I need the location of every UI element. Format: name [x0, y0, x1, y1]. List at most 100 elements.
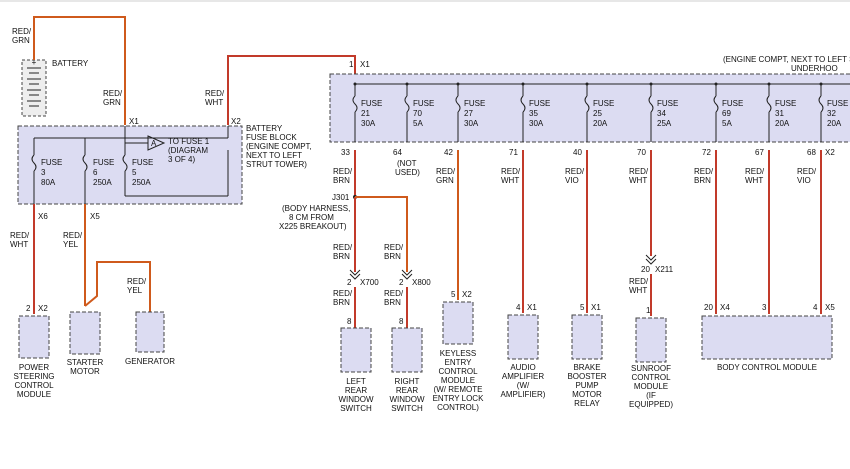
fuse-label-1: FUSE — [413, 99, 434, 108]
sr-1: SUNROOF — [631, 364, 671, 373]
audio-amplifier-box — [507, 314, 539, 360]
battery-fuse-5-num: 5 — [132, 168, 137, 177]
fuse-label-5: FUSE — [657, 99, 678, 108]
fuse-pin-5: 70 — [637, 148, 646, 157]
c33-wire-1: RED/ — [333, 167, 353, 176]
rrws-3: WINDOW — [389, 395, 425, 404]
right-rear-window-switch-box — [391, 327, 423, 373]
c71-pin: 4 — [516, 303, 521, 312]
c70-wire2-1: RED/ — [629, 277, 649, 286]
underhood-title-2: UNDERHOO — [791, 64, 838, 73]
bb-1: BRAKE — [573, 363, 600, 372]
sunroof-module-box — [635, 317, 667, 363]
battery-fuse-5: FUSE 5 250A — [122, 138, 229, 197]
x6-wire-2: WHT — [10, 240, 28, 249]
rrws-1: RIGHT — [395, 377, 420, 386]
rrws-2: REAR — [396, 386, 418, 395]
to-fuse-text-1: TO FUSE 1 — [168, 137, 210, 146]
c40-wire-1: RED/ — [565, 167, 585, 176]
fuse-pin-3: 71 — [509, 148, 518, 157]
c33-right-pin2: 8 — [399, 317, 404, 326]
battery-fuse-3-label: FUSE — [41, 158, 62, 167]
battery-fuse-5-amp: 250A — [132, 178, 151, 187]
battery-fuse-block: BATTERY FUSE BLOCK (ENGINE COMPT, NEXT T… — [17, 124, 312, 205]
c33-left-wire-2: BRN — [333, 252, 350, 261]
x5-wire-1: RED/ — [63, 231, 83, 240]
fuse-block-x1-wire-2: GRN — [103, 98, 121, 107]
bcm-label: BODY CONTROL MODULE — [717, 363, 817, 372]
fuse-num-7: 31 — [775, 109, 784, 118]
c33-right-conn: X800 — [412, 278, 431, 287]
fuse-amp-2: 30A — [464, 119, 479, 128]
amp-1: AUDIO — [510, 363, 535, 372]
c70-conn-mid: X211 — [655, 265, 674, 274]
fuse-block-x2-label: X2 — [231, 117, 241, 126]
fuse-block-x1-label: X1 — [129, 117, 139, 126]
ps-pin: 2 — [26, 304, 31, 313]
rrws-4: SWITCH — [391, 404, 423, 413]
lrws-4: SWITCH — [340, 404, 372, 413]
splice-note-1: (BODY HARNESS, — [282, 204, 350, 213]
c70-pin: 1 — [646, 306, 651, 315]
fuse-num-2: 27 — [464, 109, 473, 118]
bb-2: BOOSTER — [567, 372, 606, 381]
underhood-pin-top: 1 — [349, 60, 354, 69]
fuse-amp-5: 25A — [657, 119, 672, 128]
fuse-pin-2: 42 — [444, 148, 453, 157]
battery-fuse-6-num: 6 — [93, 168, 98, 177]
amp-2: AMPLIFIER — [502, 372, 544, 381]
starter-motor-box — [69, 311, 101, 355]
c33-right-wire-2: BRN — [384, 252, 401, 261]
fuse-pin-6: 72 — [702, 148, 711, 157]
c72-conn: X4 — [720, 303, 730, 312]
fuse-amp-1: 5A — [413, 119, 423, 128]
c71-wire-1: RED/ — [501, 167, 521, 176]
c40-wire-2: VIO — [565, 176, 579, 185]
c33-left-wire2-1: RED/ — [333, 289, 353, 298]
amp-4: AMPLIFIER) — [501, 390, 546, 399]
c67-wire-2: WHT — [745, 176, 763, 185]
fuse-amp-7: 20A — [775, 119, 790, 128]
c68-pin: 4 — [813, 303, 818, 312]
c72-wire-2: BRN — [694, 176, 711, 185]
c40-pin: 5 — [580, 303, 585, 312]
c70-wire-1: RED/ — [629, 167, 649, 176]
battery: + BATTERY — [21, 58, 89, 117]
battery-fuse-3-amp: 80A — [41, 178, 56, 187]
ps-device-1: POWER — [19, 363, 49, 372]
c33-right-pin: 2 — [399, 278, 404, 287]
fuse-amp-4: 20A — [593, 119, 608, 128]
c40-conn: X1 — [591, 303, 601, 312]
left-rear-window-switch-box — [340, 327, 372, 373]
fuse-label-0: FUSE — [361, 99, 382, 108]
c72-wire-1: RED/ — [694, 167, 714, 176]
starter-device-1: STARTER — [67, 358, 104, 367]
battery-fuse-block-title-5: STRUT TOWER) — [246, 160, 307, 169]
c33-left-conn: X700 — [360, 278, 379, 287]
c72-pin: 20 — [704, 303, 713, 312]
c68-wire-1: RED/ — [797, 167, 817, 176]
c33-left-wire-1: RED/ — [333, 243, 353, 252]
sr-4: (IF — [646, 391, 656, 400]
keyless-entry-module-box — [442, 301, 474, 345]
splice-note-2: 8 CM FROM — [289, 213, 334, 222]
fuse-amp-8: 20A — [827, 119, 842, 128]
ps-device-2: STEERING — [14, 372, 55, 381]
c33-left-pin2: 8 — [347, 317, 352, 326]
c71-conn: X1 — [527, 303, 537, 312]
fuse-pin-7: 67 — [755, 148, 764, 157]
splice-note-3: X225 BREAKOUT) — [279, 222, 347, 231]
c70-wire-2: WHT — [629, 176, 647, 185]
c42-conn: X2 — [462, 290, 472, 299]
battery-fuse-block-title-4: NEXT TO LEFT — [246, 151, 302, 160]
battery-wire-color-2: GRN — [12, 36, 30, 45]
fuse-num-3: 35 — [529, 109, 538, 118]
fuse-block-x2-wire-1: RED/ — [205, 89, 225, 98]
fuse-num-8: 32 — [827, 109, 836, 118]
kecm-7: CONTROL) — [437, 403, 479, 412]
c68-conn: X5 — [825, 303, 835, 312]
